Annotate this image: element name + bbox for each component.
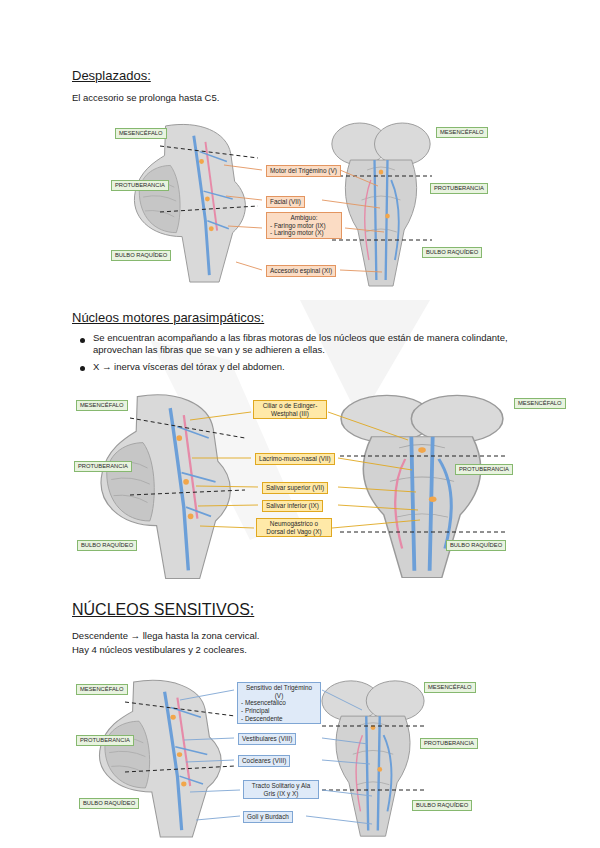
region-label: MESENCÉFALO xyxy=(424,682,476,693)
box-list-item: - Faringo motor (IX) xyxy=(270,222,338,230)
box-text: Facial (VII) xyxy=(270,198,301,206)
nucleus-box: Accesorio espinal (XI) xyxy=(266,265,336,277)
region-label: PROTUBERANCIA xyxy=(420,738,478,749)
box-text: MESENCÉFALO xyxy=(80,686,124,693)
region-label: MESENCÉFALO xyxy=(115,128,167,139)
nucleus-box: Ciliar o de Edinger-Westphal (III) xyxy=(253,400,327,419)
box-text: MESENCÉFALO xyxy=(428,684,472,691)
box-text: BULBO RAQUÍDEO xyxy=(416,802,468,809)
box-text: MESENCÉFALO xyxy=(80,402,124,409)
body-text: Hay 4 núcleos vestibulares y 2 cocleares… xyxy=(72,644,247,656)
region-label: PROTUBERANCIA xyxy=(74,461,132,472)
box-list-item: - Principal xyxy=(241,707,317,715)
nucleus-box: Cocleares (VIII) xyxy=(238,755,290,767)
box-text: Salivar inferior (IX) xyxy=(266,502,319,510)
box-text: BULBO RAQUÍDEO xyxy=(426,249,478,256)
box-list-item: - Mesencefálico xyxy=(241,699,317,707)
box-text: PROTUBERANCIA xyxy=(459,466,509,473)
region-label: PROTUBERANCIA xyxy=(111,180,169,191)
bullet-dot xyxy=(80,366,85,371)
nucleus-box: Motor del Trigémino (V) xyxy=(266,165,341,177)
region-label: BULBO RAQUÍDEO xyxy=(446,540,506,551)
box-text: Salivar superior (VII) xyxy=(266,484,324,492)
box-text: PROTUBERANCIA xyxy=(115,182,165,189)
section-heading: NÚCLEOS SENSITIVOS: xyxy=(72,600,254,621)
box-text: BULBO RAQUÍDEO xyxy=(83,800,135,807)
nucleus-box: Neumogástrico o Dorsal del Vago (X) xyxy=(256,518,332,537)
region-label: BULBO RAQUÍDEO xyxy=(77,540,137,551)
region-label: MESENCÉFALO xyxy=(436,127,488,138)
region-label: BULBO RAQUÍDEO xyxy=(79,798,139,809)
body-text: X → inerva vísceras del tórax y del abdo… xyxy=(93,361,285,373)
body-text: Descendente → llega hasta la zona cervic… xyxy=(72,630,259,642)
nucleus-box: Salivar inferior (IX) xyxy=(262,500,323,512)
box-text: Vestibulares (VIII) xyxy=(242,735,292,743)
box-text: Cocleares (VIII) xyxy=(242,757,286,765)
region-label: BULBO RAQUÍDEO xyxy=(422,247,482,258)
region-label: MESENCÉFALO xyxy=(76,684,128,695)
box-text: BULBO RAQUÍDEO xyxy=(115,252,167,259)
box-list-item: - Laringo motor (X) xyxy=(270,229,338,237)
nucleus-box: Salivar superior (VII) xyxy=(262,482,328,494)
region-label: MESENCÉFALO xyxy=(76,400,128,411)
region-label: BULBO RAQUÍDEO xyxy=(412,800,472,811)
box-text: MESENCÉFALO xyxy=(518,400,562,407)
box-text: Accesorio espinal (XI) xyxy=(270,267,332,275)
region-label: PROTUBERANCIA xyxy=(455,464,513,475)
section-heading: Núcleos motores parasimpáticos: xyxy=(72,310,264,327)
box-text: Goll y Burdach xyxy=(247,813,289,821)
box-text: Lacrimo-muco-nasal (VII) xyxy=(259,455,331,463)
nucleus-box: Tracto Solitario y Ala Gris (IX y X) xyxy=(243,780,319,799)
nucleus-box: Goll y Burdach xyxy=(243,811,293,823)
body-text: El accesorio se prolonga hasta C5. xyxy=(72,92,219,104)
box-text: PROTUBERANCIA xyxy=(80,737,130,744)
nucleus-box: Vestibulares (VIII) xyxy=(238,733,296,745)
body-text: Se encuentran acompañando a las fibras m… xyxy=(93,332,525,357)
box-text: PROTUBERANCIA xyxy=(424,740,474,747)
bullet-dot xyxy=(80,338,85,343)
box-text: Sensitivo del Trigémino (V) xyxy=(241,684,317,699)
box-text: Ciliar o de Edinger-Westphal (III) xyxy=(257,402,323,417)
box-text: MESENCÉFALO xyxy=(440,129,484,136)
nucleus-box: Facial (VII) xyxy=(266,196,305,208)
box-text: PROTUBERANCIA xyxy=(434,185,484,192)
box-text: Tracto Solitario y Ala Gris (IX y X) xyxy=(247,782,315,797)
box-list-item: - Descendente xyxy=(241,715,317,723)
section-heading: Desplazados: xyxy=(72,68,151,85)
box-text: MESENCÉFALO xyxy=(119,130,163,137)
nucleus-box: Ambiguo:- Faringo motor (IX)- Laringo mo… xyxy=(266,212,342,239)
box-text: BULBO RAQUÍDEO xyxy=(450,542,502,549)
region-label: PROTUBERANCIA xyxy=(76,735,134,746)
region-label: MESENCÉFALO xyxy=(514,398,566,409)
region-label: BULBO RAQUÍDEO xyxy=(111,250,171,261)
region-label: PROTUBERANCIA xyxy=(430,183,488,194)
box-text: Ambiguo: xyxy=(270,214,338,222)
box-text: Motor del Trigémino (V) xyxy=(270,167,337,175)
box-text: PROTUBERANCIA xyxy=(78,463,128,470)
nucleus-box: Lacrimo-muco-nasal (VII) xyxy=(255,453,335,465)
nucleus-box: Sensitivo del Trigémino (V)- Mesencefáli… xyxy=(237,682,321,724)
box-text: BULBO RAQUÍDEO xyxy=(81,542,133,549)
box-text: Neumogástrico o Dorsal del Vago (X) xyxy=(260,520,328,535)
